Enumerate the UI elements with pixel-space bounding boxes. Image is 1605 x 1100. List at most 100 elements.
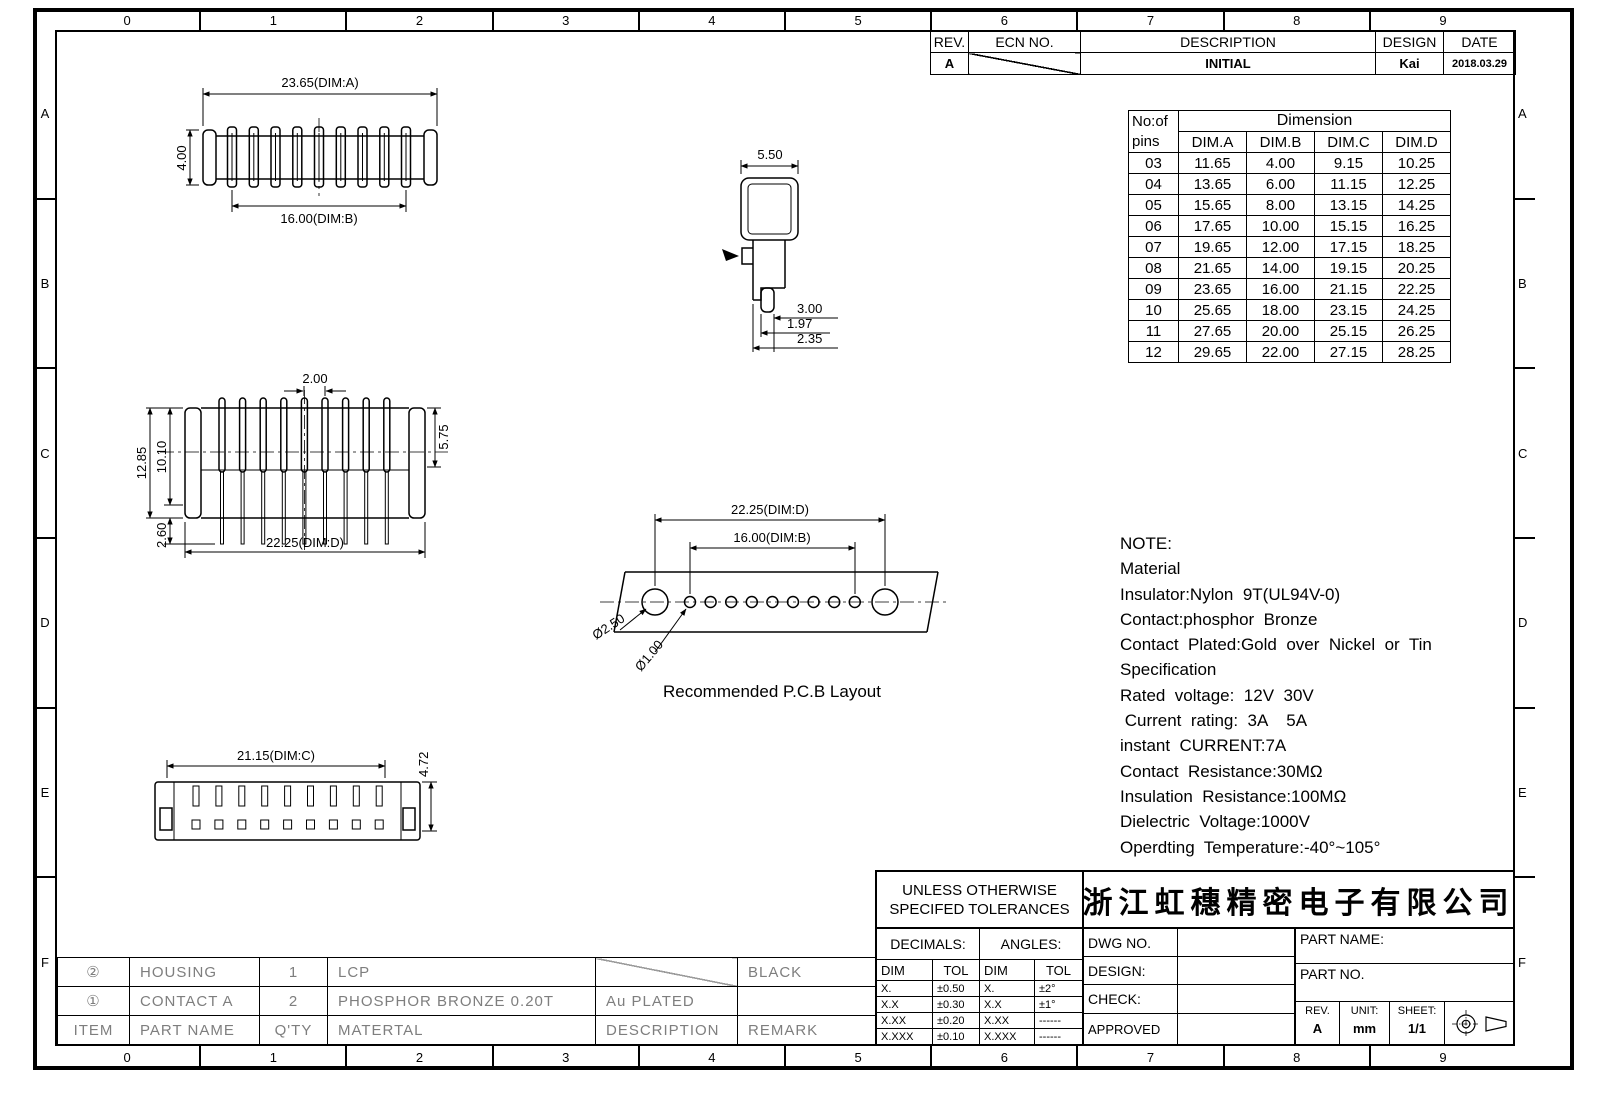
tol-col-header: TOL — [932, 959, 979, 980]
tol-value: X.X — [979, 996, 1034, 1012]
grid-label: 2 — [345, 10, 491, 30]
bom-material: LCP — [327, 957, 596, 987]
bom-item-no: ① — [57, 986, 130, 1016]
grid-label: 1 — [199, 1046, 345, 1068]
grid-label: 3 — [491, 1046, 638, 1068]
description-col-header: DESCRIPTION — [1080, 30, 1376, 53]
dim-label-tail: 2.60 — [154, 523, 169, 548]
grid-label: 9 — [1368, 1046, 1515, 1068]
tol-value: ±1° — [1034, 996, 1082, 1012]
revision-table: REV. ECN NO. DESCRIPTION DESIGN DATE A I… — [930, 30, 1516, 75]
grid-label: 4 — [637, 10, 784, 30]
tol-value: ------ — [1034, 1028, 1082, 1044]
note-line: instant CURRENT:7A — [1120, 736, 1287, 756]
dim-label-right-h: 5.75 — [436, 424, 451, 449]
tol-value: ±0.20 — [932, 1012, 979, 1028]
grid-label: F — [35, 876, 55, 1046]
check-value — [1177, 984, 1294, 1013]
dim-label-height: 4.00 — [174, 145, 189, 170]
grid-label: C — [35, 367, 55, 537]
dim-label-dim-a: 23.65(DIM:A) — [281, 75, 358, 90]
notes-block: NOTE: Material Insulator:Nylon 9T(UL94V-… — [1120, 531, 1550, 860]
bom-header-row: ITEM PART NAME Q'TY MATERTAL DESCRIPTION… — [57, 1015, 876, 1045]
dwg-no-label: DWG NO. — [1082, 927, 1177, 956]
grid-label: 5 — [784, 1046, 930, 1068]
title-block: UNLESS OTHERWISE SPECIFED TOLERANCES 浙江虹… — [875, 870, 1515, 1046]
dim-d-header: DIM.D — [1381, 131, 1452, 153]
revision-date: 2018.03.29 — [1443, 52, 1516, 75]
third-angle-projection-icon — [1452, 1010, 1507, 1038]
bom-part-name: HOUSING — [129, 957, 260, 987]
angles-label: ANGLES: — [979, 927, 1082, 959]
tol-value: X. — [877, 980, 932, 996]
tol-col-header: TOL — [1034, 959, 1082, 980]
view-front: 2.00 12.85 10.10 2.60 5.75 22.25(DIM:D) — [134, 371, 451, 558]
note-line: Operdting Temperature:-40°~105° — [1120, 837, 1381, 857]
tol-value: X.X — [877, 996, 932, 1012]
dim-label-dim-c: 21.15(DIM:C) — [237, 748, 315, 763]
grid-label: 8 — [1222, 10, 1369, 30]
grid-ref-top: 0 1 2 3 4 5 6 7 8 9 — [55, 10, 1515, 30]
ecn-col-header: ECN NO. — [968, 30, 1081, 53]
grid-label: F — [1515, 876, 1535, 1046]
bom-description-blank — [595, 957, 738, 987]
bom-item-no: ② — [57, 957, 130, 987]
sheet-label: SHEET: — [1397, 1005, 1437, 1017]
part-name-label: PART NAME: — [1294, 927, 1513, 963]
decimals-label: DECIMALS: — [877, 927, 979, 959]
date-col-header: DATE — [1443, 30, 1516, 53]
revision-letter: A — [930, 52, 969, 75]
dim-label-inner-h: 10.10 — [154, 441, 169, 474]
grid-label: 6 — [930, 10, 1076, 30]
tol-value: ±0.10 — [932, 1028, 979, 1044]
projection-symbol-cell — [1444, 1001, 1513, 1044]
dim-a-header: DIM.A — [1178, 131, 1247, 153]
tol-value: ±0.50 — [932, 980, 979, 996]
tol-value: ------ — [1034, 1012, 1082, 1028]
grid-label: B — [35, 197, 55, 368]
grid-label: 1 — [199, 10, 345, 30]
note-line: NOTE: — [1120, 534, 1172, 553]
note-line: Material — [1120, 559, 1181, 579]
tol-value: X.XXX — [877, 1028, 932, 1044]
approved-value — [1177, 1013, 1294, 1044]
bom-description: Au PLATED — [595, 986, 738, 1016]
bom-table: ② HOUSING 1 LCP BLACK ① CONTACT A 2 PHOS… — [57, 957, 876, 1045]
note-line: Contact Resistance:30MΩ — [1120, 761, 1323, 781]
tol-col-header: DIM — [877, 959, 932, 980]
bom-qty: 2 — [259, 986, 328, 1016]
grid-label: E — [1515, 706, 1535, 877]
tol-value: X. — [979, 980, 1034, 996]
grid-label: 8 — [1222, 1046, 1369, 1068]
unit-value: mm — [1352, 1021, 1377, 1036]
tol-value: ±0.30 — [932, 996, 979, 1012]
grid-label: 5 — [784, 10, 930, 30]
sheet-value: 1/1 — [1407, 1021, 1427, 1036]
grid-ref-right: A B C D E F — [1515, 30, 1535, 1046]
note-line: Insulation Resistance:100MΩ — [1120, 786, 1347, 806]
note-line: Specification — [1120, 660, 1217, 680]
tol-value: ±2° — [1034, 980, 1082, 996]
view-bottom: 21.15(DIM:C) 4.72 — [154, 748, 437, 841]
approved-label: APPROVED — [1082, 1013, 1177, 1044]
view-top: 23.65(DIM:A) 4.00 16.00(DIM:B) — [174, 75, 438, 226]
rev-value: A — [1312, 1021, 1323, 1036]
bom-material: PHOSPHOR BRONZE 0.20T — [327, 986, 596, 1016]
dim-label-pitch: 2.00 — [302, 371, 327, 386]
note-line: Contact Plated:Gold over Nickel or Tin — [1120, 635, 1432, 655]
tol-value: X.XX — [979, 1012, 1034, 1028]
tol-value: X.XXX — [979, 1028, 1034, 1044]
sheet-inner-border — [55, 30, 1515, 1046]
dim-c-header: DIM.C — [1314, 131, 1383, 153]
dim-label-pcb-dim-d: 22.25(DIM:D) — [731, 502, 809, 517]
grid-label: D — [35, 537, 55, 707]
grid-label: 4 — [637, 1046, 784, 1068]
dwg-no-value — [1177, 927, 1294, 956]
design-value — [1177, 956, 1294, 984]
